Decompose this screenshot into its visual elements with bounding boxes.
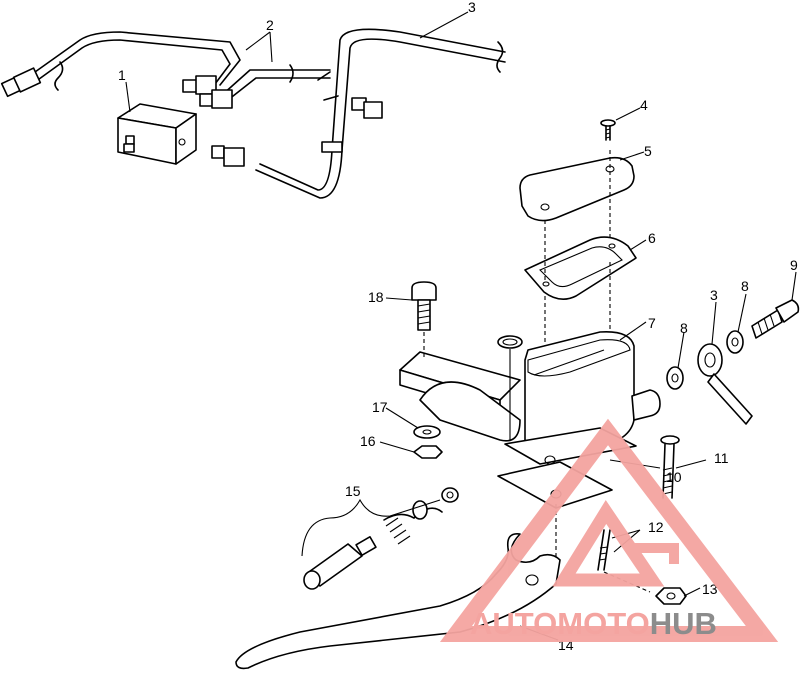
callout-5: 5: [644, 143, 652, 159]
callout-7: 7: [648, 315, 656, 331]
screw-part-4: [600, 119, 616, 141]
callout-4: 4: [640, 97, 648, 113]
watermark-text: AUTOMOTOHUB: [470, 606, 717, 641]
callout-9: 9: [790, 257, 798, 273]
hydraulic-line-part-3: [211, 28, 506, 199]
nut-part-13: [655, 587, 687, 605]
callout-8-upper: 8: [741, 278, 749, 294]
callout-3-banjo: 3: [710, 287, 718, 303]
bolt-part-18: [411, 281, 437, 331]
junction-block-part-1: [117, 103, 197, 165]
callout-18: 18: [368, 289, 384, 305]
banjo-bolt-part-9: [751, 299, 800, 339]
gasket-part-6: [524, 236, 637, 300]
callout-15: 15: [345, 483, 361, 499]
automotohub-watermark-logo: [439, 418, 779, 642]
banjo-fitting-part-3: [697, 343, 753, 425]
nut-part-16: [413, 445, 443, 459]
pivot-screw-part-12: [597, 529, 611, 571]
callout-2: 2: [266, 17, 274, 33]
callout-6: 6: [648, 230, 656, 246]
callout-12: 12: [648, 519, 664, 535]
callout-labels: 1 2 3 3 4 5 6 7 8 8 9 10 11 12 13 14 15 …: [118, 0, 798, 653]
callout-16: 16: [360, 433, 376, 449]
callout-13: 13: [702, 581, 718, 597]
callout-11: 11: [714, 450, 729, 466]
callout-17: 17: [372, 399, 388, 415]
callout-1: 1: [118, 67, 126, 83]
washer-part-17: [413, 425, 441, 439]
washer-part-8-upper: [726, 330, 744, 354]
callout-8-lower: 8: [680, 320, 688, 336]
reservoir-cover-part-5: [519, 156, 635, 222]
brake-lines-part-2: [0, 31, 331, 109]
piston-kit-part-15: [303, 487, 459, 590]
washer-part-8-lower: [666, 366, 684, 390]
screw-part-11: [660, 435, 680, 499]
callout-3-line: 3: [468, 0, 476, 15]
o-ring-seal: [497, 335, 523, 349]
callout-10: 10: [666, 469, 682, 485]
